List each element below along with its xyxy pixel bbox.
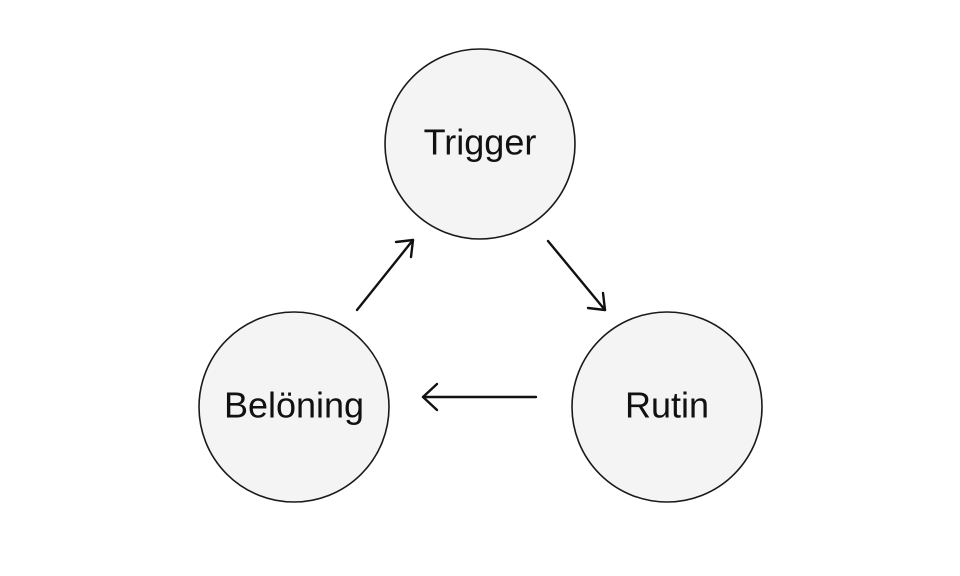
arrow-beloning-to-trigger-shaft bbox=[355, 238, 415, 312]
node-trigger-circle bbox=[384, 48, 576, 240]
node-beloning-circle bbox=[198, 311, 390, 503]
arrow-beloning-to-trigger bbox=[355, 238, 415, 312]
node-rutin: Rutin bbox=[571, 311, 763, 503]
arrow-trigger-to-rutin-shaft bbox=[546, 239, 607, 312]
arrow-beloning-to-trigger-head bbox=[394, 238, 415, 259]
node-rutin-label: Rutin bbox=[625, 385, 709, 426]
node-rutin-circle bbox=[571, 311, 763, 503]
arrow-rutin-to-beloning bbox=[421, 382, 538, 412]
arrow-trigger-to-rutin-head bbox=[586, 291, 607, 312]
node-trigger: Trigger bbox=[384, 48, 576, 240]
node-trigger-label: Trigger bbox=[424, 122, 537, 163]
arrow-rutin-to-beloning-head bbox=[421, 382, 439, 412]
node-beloning: Belöning bbox=[198, 311, 390, 503]
arrow-trigger-to-rutin bbox=[546, 239, 607, 312]
node-beloning-label: Belöning bbox=[224, 385, 364, 426]
